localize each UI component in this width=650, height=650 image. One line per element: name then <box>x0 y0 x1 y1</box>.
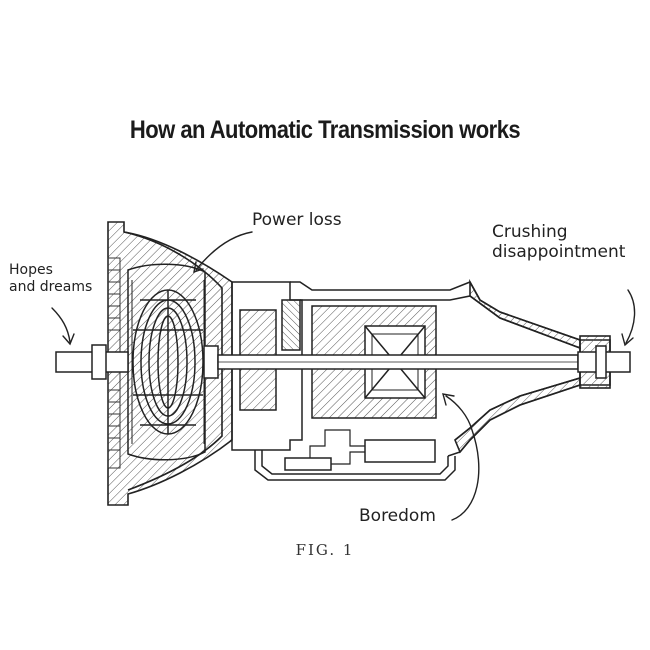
label-hopes-and-dreams: Hopes and dreams <box>9 262 93 295</box>
torque-converter <box>127 263 206 461</box>
label-power-loss: Power loss <box>252 210 342 230</box>
main-shaft <box>55 344 631 380</box>
label-crushing-disappointment: Crushing disappointment <box>492 222 626 262</box>
oil-pan <box>254 429 456 481</box>
annotation-arrows <box>51 231 636 521</box>
label-boredom: Boredom <box>359 506 436 526</box>
diagram-title: How an Automatic Transmission works <box>129 116 521 144</box>
figure-caption: FIG. 1 <box>295 541 355 559</box>
